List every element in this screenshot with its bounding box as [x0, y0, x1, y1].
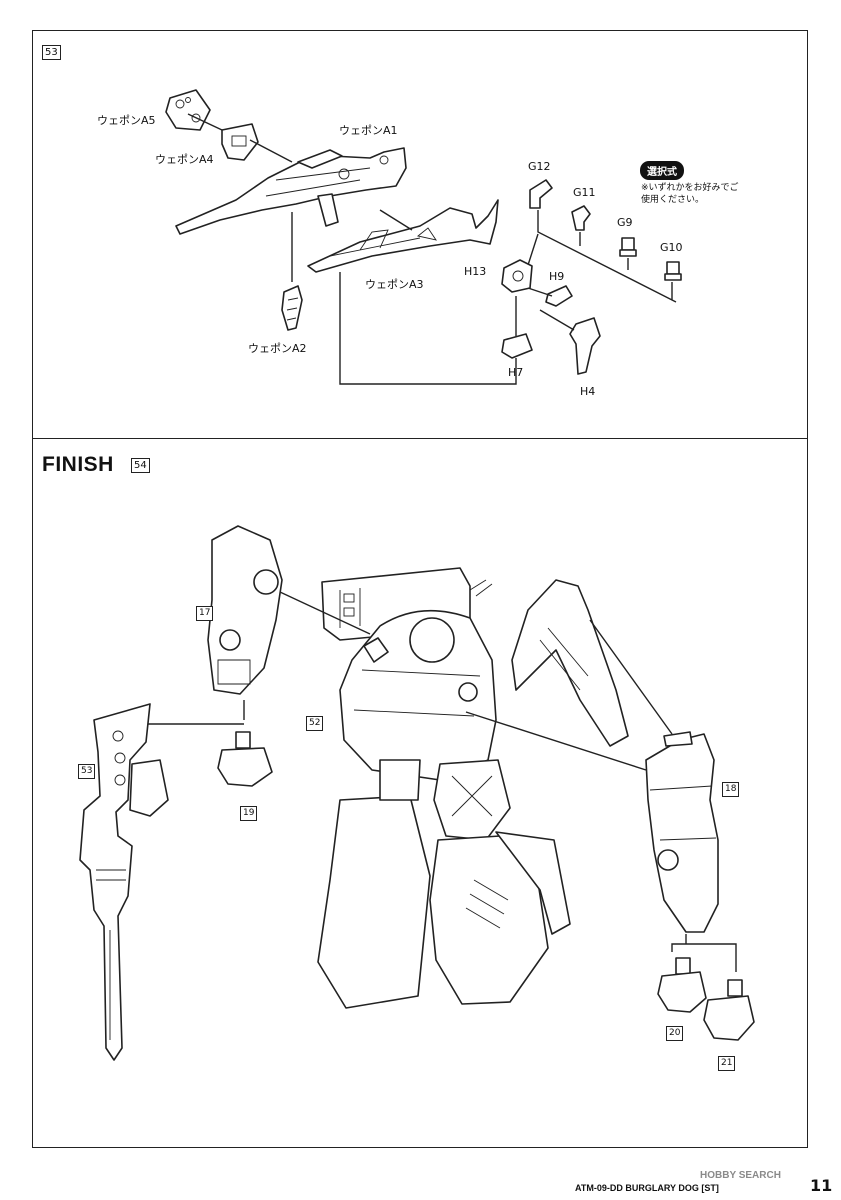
arm-part-17 — [207, 525, 283, 695]
callout-21: 21 — [718, 1056, 736, 1071]
weapon-a1-part — [175, 147, 407, 235]
hand-g9 — [619, 237, 637, 257]
callout-17: 17 — [196, 606, 214, 621]
section-divider — [32, 438, 808, 439]
label-g9: G9 — [617, 216, 633, 229]
hand-part-20 — [657, 957, 707, 1013]
rifle-part-53 — [79, 703, 169, 1061]
footer-product-name: ATM-09-DD BURGLARY DOG [ST] — [575, 1183, 719, 1193]
weapon-a3-part — [307, 199, 499, 273]
label-g12: G12 — [528, 160, 551, 173]
mech-body — [317, 567, 571, 1009]
hand-g12 — [529, 179, 553, 209]
hand-g10 — [664, 261, 682, 281]
label-h7: H7 — [508, 366, 524, 379]
finish-title: FINISH — [42, 453, 114, 476]
hand-h4 — [569, 317, 601, 375]
label-weapon-a2: ウェポンA2 — [248, 342, 307, 355]
label-h9: H9 — [549, 270, 565, 283]
callout-52: 52 — [306, 716, 324, 731]
watermark: HOBBY SEARCH — [700, 1170, 781, 1181]
label-weapon-a3: ウェポンA3 — [365, 278, 424, 291]
weapon-a2-part — [281, 285, 303, 331]
hand-part-19 — [217, 731, 273, 787]
hand-part-21 — [703, 979, 755, 1041]
step-53-number: 53 — [42, 45, 61, 60]
callout-19: 19 — [240, 806, 258, 821]
weapon-a5-part — [165, 89, 211, 131]
hand-h9 — [545, 285, 573, 307]
hand-g11 — [571, 205, 591, 231]
hand-h7 — [501, 333, 533, 359]
hand-h13 — [501, 259, 533, 293]
label-g11: G11 — [573, 186, 596, 199]
label-weapon-a1: ウェポンA1 — [339, 124, 398, 137]
step-54-number: 54 — [131, 458, 150, 473]
weapon-a4-part — [221, 123, 259, 161]
page-frame — [32, 30, 808, 1148]
mech-back-arm — [511, 579, 673, 747]
page-number: 11 — [810, 1176, 833, 1195]
arm-part-18 — [645, 731, 719, 933]
callout-20: 20 — [666, 1026, 684, 1041]
callout-18: 18 — [722, 782, 740, 797]
callout-53: 53 — [78, 764, 96, 779]
label-h4: H4 — [580, 385, 596, 398]
selection-badge: 選択式 — [640, 161, 684, 180]
label-weapon-a5: ウェポンA5 — [97, 114, 156, 127]
label-g10: G10 — [660, 241, 683, 254]
label-weapon-a4: ウェポンA4 — [155, 153, 214, 166]
selection-note: ※いずれかをお好みでご使用ください。 — [641, 183, 739, 205]
label-h13: H13 — [464, 265, 487, 278]
